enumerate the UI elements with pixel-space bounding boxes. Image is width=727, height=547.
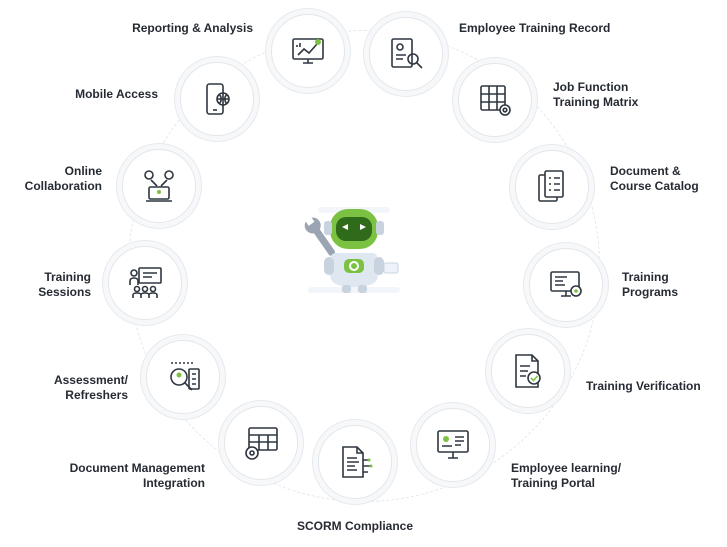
label-employee-learning-portal: Employee learning/ Training Portal — [511, 461, 621, 491]
label-line: Document & — [610, 164, 681, 178]
label-training-sessions: Training Sessions — [38, 270, 91, 300]
label-mobile-access: Mobile Access — [75, 87, 158, 102]
catalog-icon — [538, 170, 564, 202]
classroom-icon — [129, 267, 162, 298]
label-job-function-matrix: Job Function Training Matrix — [553, 80, 638, 110]
label-document-course-catalog: Document & Course Catalog — [610, 164, 699, 194]
label-online-collaboration: Online Collaboration — [25, 164, 102, 194]
label-line: Collaboration — [24, 179, 102, 193]
label-training-verification: Training Verification — [586, 379, 701, 394]
label-assessment-refreshers: Assessment/ Refreshers — [54, 373, 128, 403]
collaboration-icon — [144, 170, 174, 202]
label-line: Programs — [622, 285, 679, 299]
verification-doc-icon — [515, 354, 541, 388]
label-reporting: Reporting & Analysis — [132, 21, 253, 36]
record-search-icon — [391, 38, 423, 69]
reporting-chart-icon — [292, 38, 324, 64]
portal-monitor-icon — [437, 430, 469, 459]
node-training-programs — [529, 248, 603, 322]
label-scorm-compliance: SCORM Compliance — [280, 519, 430, 534]
label-line: Mobile Access — [75, 87, 158, 101]
label-line: SCORM Compliance — [296, 519, 413, 533]
node-document-course-catalog — [515, 150, 589, 224]
label-line: Employee Training Record — [459, 21, 611, 35]
assessment-search-icon — [170, 362, 200, 391]
node-training-verification — [491, 334, 565, 408]
node-job-function-matrix — [458, 63, 532, 137]
node-reporting — [271, 14, 345, 88]
label-training-programs: Training Programs — [622, 270, 678, 300]
node-mobile-access — [180, 62, 254, 136]
label-line: Sessions — [38, 285, 91, 299]
programs-monitor-icon — [550, 271, 582, 297]
label-line: Job Function — [553, 80, 629, 94]
node-assessment-refreshers — [146, 340, 220, 414]
scorm-doc-icon — [342, 446, 373, 478]
label-line: Training — [622, 270, 669, 284]
label-line: Training Verification — [586, 379, 701, 393]
node-employee-learning-portal — [416, 408, 490, 482]
label-line: Training — [44, 270, 91, 284]
node-employee-training-record — [369, 17, 443, 91]
label-line: Employee learning/ — [511, 461, 622, 475]
robot-mascot-icon — [304, 207, 400, 293]
label-line: Refreshers — [65, 388, 128, 402]
label-employee-training-record: Employee Training Record — [459, 21, 610, 36]
doc-management-gear-icon — [245, 427, 278, 460]
label-line: Course Catalog — [610, 179, 699, 193]
node-training-sessions — [108, 246, 182, 320]
node-online-collaboration — [122, 149, 196, 223]
label-document-management: Document Management Integration — [70, 461, 205, 491]
node-scorm-compliance — [318, 425, 392, 499]
mobile-globe-icon — [206, 83, 230, 115]
label-line: Training Matrix — [553, 95, 639, 109]
label-line: Online — [64, 164, 102, 178]
label-line: Training Portal — [511, 476, 596, 490]
label-line: Integration — [143, 476, 205, 490]
label-line: Assessment/ — [53, 373, 128, 387]
node-document-management — [224, 406, 298, 480]
label-line: Reporting & Analysis — [132, 21, 253, 35]
label-line: Document Management — [69, 461, 205, 475]
matrix-gear-icon — [480, 85, 511, 116]
